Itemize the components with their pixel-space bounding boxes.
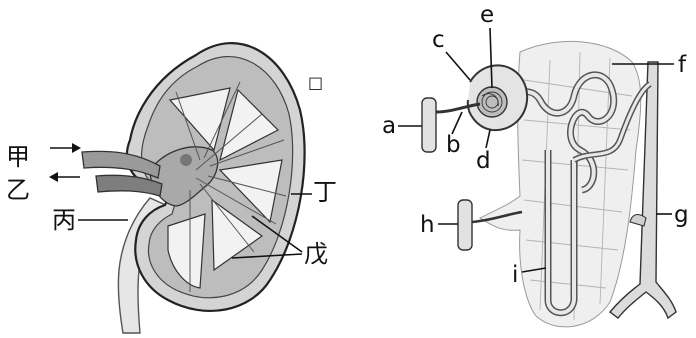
arrow-out-head [49,172,58,182]
label-b: b [446,132,461,158]
kidney-diagram [82,43,305,333]
calyx-spot [180,154,192,166]
duct-branch [630,215,646,226]
label-e: e [480,2,494,28]
leader-b [452,112,462,134]
label-h: h [420,212,435,238]
label-jia: 甲 [6,143,30,171]
label-c: c [432,27,445,53]
label-bing: 丙 [52,206,76,234]
arrow-in-head [72,143,81,153]
vein-segment [458,200,472,250]
label-yi: 乙 [6,176,30,204]
label-a: a [382,113,396,139]
glomerulus [477,87,507,117]
label-wu: 戊 [304,240,328,268]
marker-box: □ [308,73,323,92]
label-ding: 丁 [313,178,337,206]
leader-d [486,130,490,148]
label-g: g [674,202,689,228]
label-f: f [678,52,687,78]
nephron-diagram [422,41,676,327]
label-d: d [476,148,491,174]
leader-c [446,52,470,80]
artery-segment [422,98,436,152]
label-i: i [512,262,518,288]
